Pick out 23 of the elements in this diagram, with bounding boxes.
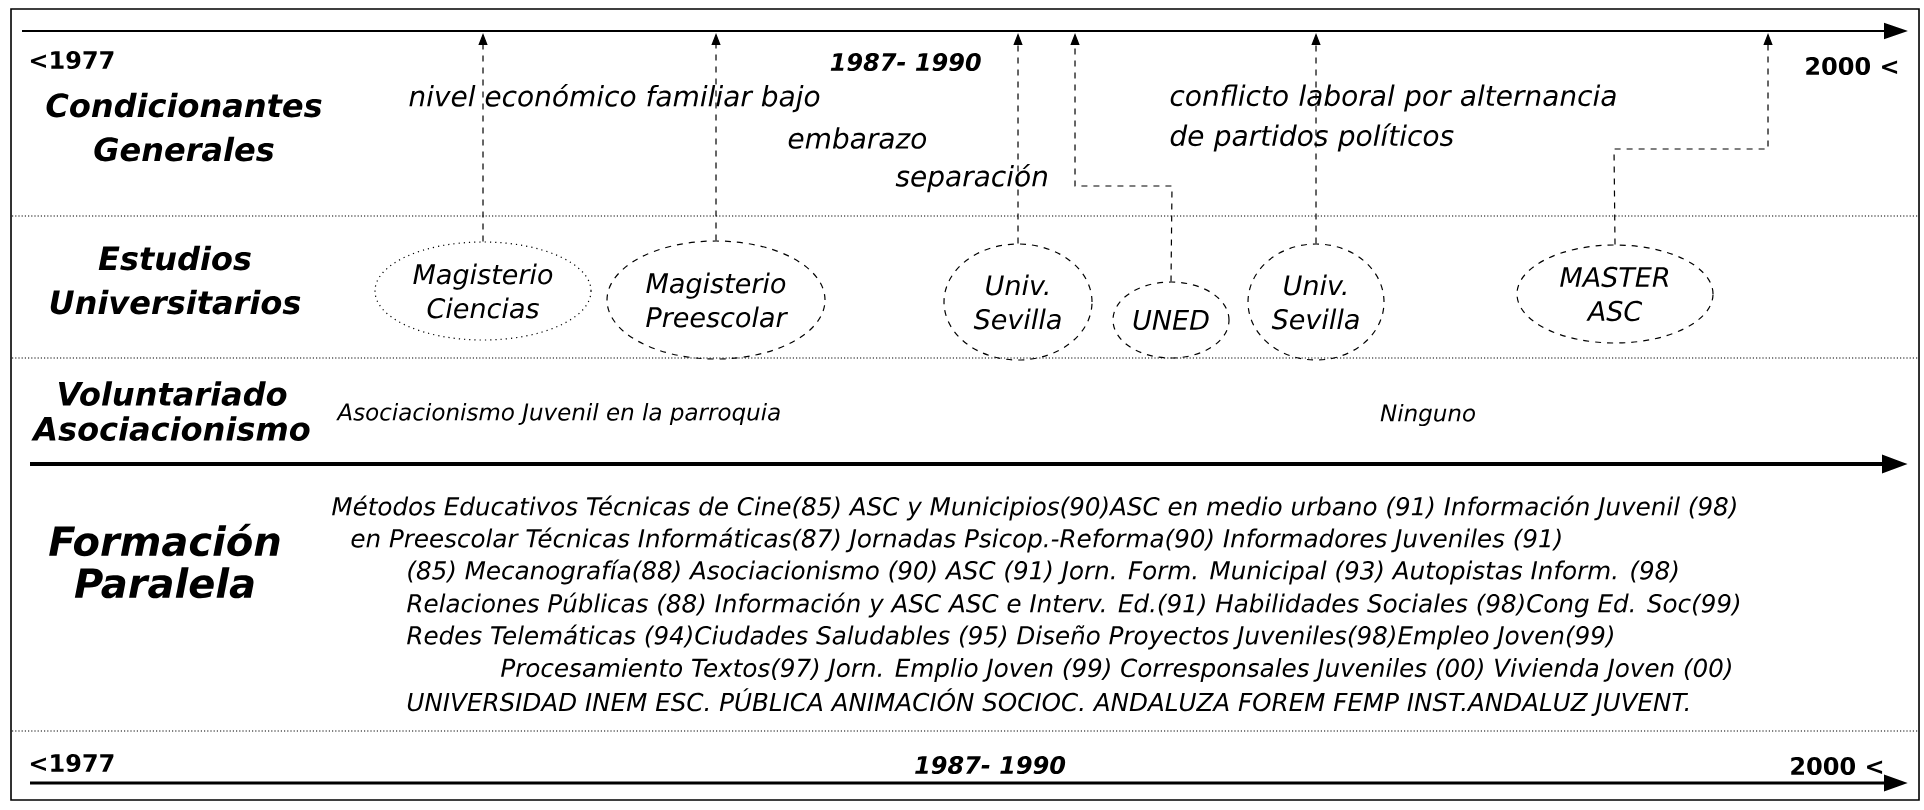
year-label: <1977 [30, 50, 114, 70]
activity-text: Ninguno [1380, 403, 1475, 427]
condition-text: embarazo [788, 127, 927, 149]
course-line: Relaciones Públicas (88) Información y ASC ASC e Interv. Ed.(91) Habilidades Sociales (98)Cong Ed. Soc(99) [407, 592, 1740, 618]
course-line: (85) Mecanografía(88) Asociacionismo (90) ASC (91) Jorn. Form. Municipal (93) Autopistas Inform. (98) [408, 559, 1678, 585]
condition-text: nivel económico familiar bajo [409, 83, 820, 113]
year-label: 2000 < [1791, 756, 1883, 776]
year-label: 1987- 1990 [915, 755, 1066, 775]
row-heading: Formación Paralela [49, 523, 280, 599]
year-label: 2000 < [1806, 56, 1898, 76]
year-label: 1987- 1990 [830, 52, 981, 72]
year-label: <1977 [30, 753, 114, 773]
course-line: Procesamiento Textos(97) Jorn. Emplio Joven (99) Corresponsales Juveniles (00) Vivienda Joven (00) [501, 658, 1731, 682]
condition-text: conflicto laboral por alternancia de partidos políticos [1170, 84, 1616, 152]
course-line: Métodos Educativos Técnicas de Cine(85) ASC y Municipios(90)ASC en medio urbano (91) Información Juvenil (98) [332, 495, 1736, 521]
activity-text: Asociacionismo Juvenil en la parroquia [336, 402, 780, 426]
row-heading: Condicionantes Generales [46, 92, 322, 162]
course-line: UNIVERSIDAD INEM ESC. PÚBLICA ANIMACIÓN SOCIOC. ANDALUZA FOREM FEMP INST.ANDALUZ JUVENT. [407, 688, 1689, 716]
row-heading: Estudios Universitarios [50, 245, 301, 315]
row-heading: Voluntariado Asociacionismo [31, 381, 310, 441]
condition-text: separación [895, 163, 1047, 193]
course-line: en Preescolar Técnicas Informáticas(87) Jornadas Psicop.-Reforma(90) Informadores Juveniles (91) [351, 527, 1561, 553]
course-line: Redes Telemáticas (94)Ciudades Saludables (95) Diseño Proyectos Juveniles(98)Empleo Joven(99) [407, 624, 1613, 650]
